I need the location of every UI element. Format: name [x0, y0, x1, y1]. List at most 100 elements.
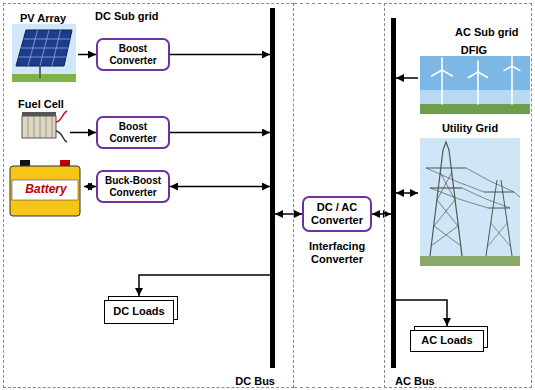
cell-plates	[28, 116, 52, 138]
source-label: Utility Grid	[442, 122, 498, 135]
converter-label: Buck-Boost Converter	[98, 175, 168, 198]
power-flow-arrow	[78, 54, 96, 56]
turbine-blade	[511, 57, 513, 66]
subgrid-region: DC Sub gridPV ArrayBoost ConverterFuel C…	[3, 3, 294, 388]
cell-top	[22, 112, 56, 116]
region-divider	[294, 4, 384, 388]
dashed-line	[294, 387, 384, 388]
plate-line	[40, 116, 41, 138]
source-node: Fuel Cell	[12, 94, 70, 146]
pylon-tower	[484, 180, 514, 256]
power-flow-arrow	[396, 300, 447, 326]
plate-line	[46, 116, 47, 138]
turbine-blade	[504, 66, 512, 71]
dashed-line	[294, 3, 384, 4]
cross-arm	[488, 208, 510, 209]
grid-line	[28, 30, 38, 66]
power-wire	[514, 192, 520, 197]
wind-turbine-picture	[420, 56, 530, 114]
solar-panel	[16, 30, 72, 66]
load-label: DC Loads	[113, 305, 164, 318]
wire	[56, 131, 67, 142]
converter-box: Boost Converter	[96, 116, 170, 149]
bus-label: DC Bus	[235, 375, 275, 388]
power-flow-arrow	[70, 132, 96, 134]
turbine-blade	[478, 72, 488, 78]
turbine-blade	[441, 58, 443, 70]
power-wire	[466, 168, 514, 192]
turbine-blade	[442, 70, 452, 76]
cell-stack	[22, 116, 56, 138]
plate-line	[34, 116, 35, 138]
bracing	[440, 172, 455, 200]
ground	[420, 256, 520, 266]
tower-peak	[443, 142, 449, 150]
region-title: DC Sub grid	[95, 10, 159, 23]
power-wire	[426, 168, 484, 192]
fuel-cell-picture	[22, 111, 67, 142]
source-label: DFIG	[461, 44, 487, 57]
bracing	[490, 222, 510, 246]
bus-bar: AC Bus	[391, 18, 396, 368]
converter-label: Boost Converter	[98, 43, 168, 66]
sky	[420, 56, 530, 114]
bracing	[431, 226, 458, 246]
source-node: Utility Grid	[418, 118, 522, 268]
bus-bar: DC Bus	[270, 8, 275, 368]
region-title: AC Sub grid	[455, 26, 519, 39]
bus-label: AC Bus	[395, 375, 435, 388]
tower-leg	[430, 150, 443, 256]
panel-grid	[19, 30, 71, 66]
converter-box: Buck-Boost Converter	[96, 170, 170, 203]
converter-caption: Interfacing Converter	[295, 240, 379, 266]
power-flow-arrow	[139, 275, 270, 296]
turbine-blade	[432, 70, 442, 76]
load-label: AC Loads	[421, 334, 472, 347]
pylon-tower	[426, 142, 466, 256]
converter-label: Boost Converter	[98, 121, 168, 144]
bracing	[488, 222, 508, 246]
solar-panel-picture	[12, 24, 76, 82]
source-label: PV Array	[20, 12, 66, 25]
cross-arm	[484, 192, 514, 193]
power-flow-arrow	[84, 186, 96, 188]
tower-leg	[449, 150, 462, 256]
power-wire	[430, 188, 488, 208]
sky	[420, 90, 530, 106]
bracing	[437, 200, 458, 226]
turbine-blade	[512, 66, 520, 71]
sky	[12, 24, 76, 80]
power-flow-arrow	[275, 213, 302, 215]
power-flow-arrow	[396, 192, 418, 194]
power-flow-arrow	[396, 77, 418, 79]
ground	[420, 104, 530, 114]
power-flow-arrow	[170, 54, 270, 56]
plate-line	[28, 116, 29, 138]
subgrid-region: AC Sub gridDFIG Utility Grid AC Bus AC Load…	[384, 3, 532, 388]
converter-box: DC / AC ConverterInterfacing Converter	[302, 196, 372, 232]
grid-line	[52, 30, 61, 66]
turbines	[432, 57, 520, 104]
turbine-tower	[511, 66, 513, 104]
power-flow-arrow	[170, 186, 270, 188]
turbine-blade	[477, 61, 479, 72]
bracing	[434, 226, 461, 246]
source-label: Fuel Cell	[18, 98, 64, 111]
turbine-tower	[441, 70, 443, 104]
power-wire	[462, 188, 510, 208]
load-box: AC Loads	[410, 330, 484, 352]
wire	[56, 111, 67, 122]
sky	[420, 138, 520, 266]
source-node: PV Array	[8, 8, 78, 84]
cross-arm	[426, 167, 466, 168]
turbine-blade	[469, 72, 479, 78]
cross-arm	[430, 187, 462, 188]
converter-box: Boost Converter	[96, 38, 170, 71]
battery-label: Battery	[8, 182, 84, 196]
power-flow-arrow	[170, 132, 270, 134]
ground	[12, 74, 76, 82]
source-node: DFIG	[418, 40, 530, 116]
power-flow-arrow	[372, 213, 391, 215]
tower-leg	[486, 180, 497, 256]
